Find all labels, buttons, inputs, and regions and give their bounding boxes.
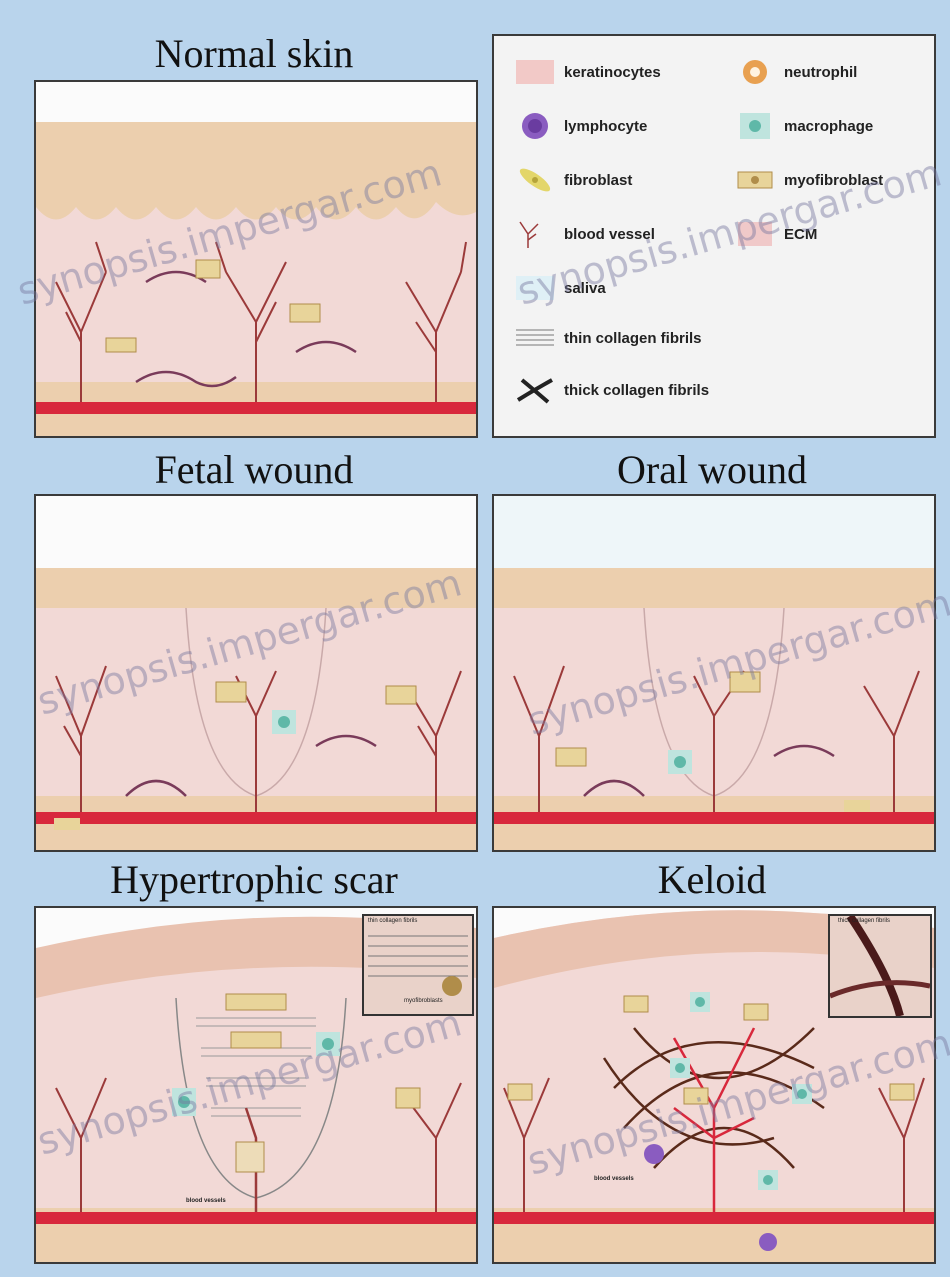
thick-fibrils-inset-illustration: [830, 916, 930, 1016]
legend-label-thin-collagen: thin collagen fibrils: [564, 330, 702, 347]
legend-box: keratinocytes neutrophil lymphocyte macr…: [492, 34, 936, 438]
legend-label-macrophage: macrophage: [784, 118, 873, 135]
fetal-wound-illustration: [36, 496, 476, 850]
legend-label-blood-vessel: blood vessel: [564, 226, 655, 243]
panel-title-hypertrophic: Hypertrophic scar: [34, 860, 474, 900]
thick-collagen-icon: [514, 374, 556, 406]
legend-item-thick-collagen: thick collagen fibrils: [514, 374, 709, 406]
saliva-icon: [514, 272, 556, 304]
ecm-icon: [734, 218, 776, 250]
legend-label-myofibroblast: myofibroblast: [784, 172, 883, 189]
legend-label-neutrophil: neutrophil: [784, 64, 857, 81]
hypertrophic-inset-caption: thin collagen fibrils: [368, 918, 417, 924]
lymphocyte-icon: [514, 110, 556, 142]
legend-item-neutrophil: neutrophil: [734, 56, 857, 88]
hypertrophic-inset-sub: myofibroblasts: [404, 998, 443, 1004]
hypertrophic-scar-panel: thin collagen fibrils myofibroblasts blo…: [34, 906, 478, 1264]
legend-item-fibroblast: fibroblast: [514, 164, 632, 196]
legend-item-blood-vessel: blood vessel: [514, 218, 655, 250]
panel-title-keloid: Keloid: [492, 860, 932, 900]
blood-vessel-icon: [514, 218, 556, 250]
legend-label-saliva: saliva: [564, 280, 606, 297]
legend-item-thin-collagen: thin collagen fibrils: [514, 322, 702, 354]
legend-label-lymphocyte: lymphocyte: [564, 118, 647, 135]
legend-label-ecm: ECM: [784, 226, 817, 243]
legend-label-thick-collagen: thick collagen fibrils: [564, 382, 709, 399]
keloid-inset-caption: thick collagen fibrils: [838, 918, 890, 924]
fibroblast-icon: [514, 164, 556, 196]
neutrophil-icon: [734, 56, 776, 88]
legend-label-keratinocytes: keratinocytes: [564, 64, 661, 81]
keloid-bottom-label: blood vessels: [594, 1176, 634, 1182]
panel-title-oral: Oral wound: [492, 450, 932, 490]
legend-item-myofibroblast: myofibroblast: [734, 164, 883, 196]
oral-wound-panel: [492, 494, 936, 852]
legend-item-lymphocyte: lymphocyte: [514, 110, 647, 142]
legend-item-ecm: ECM: [734, 218, 817, 250]
keratinocyte-icon: [514, 56, 556, 88]
legend-label-fibroblast: fibroblast: [564, 172, 632, 189]
hypertrophic-bottom-label: blood vessels: [186, 1198, 226, 1204]
thin-collagen-icon: [514, 322, 556, 354]
legend-item-keratinocytes: keratinocytes: [514, 56, 661, 88]
hypertrophic-inset: thin collagen fibrils myofibroblasts: [362, 914, 474, 1016]
panel-title-normal: Normal skin: [34, 34, 474, 74]
keloid-panel: thick collagen fibrils blood vessels: [492, 906, 936, 1264]
keloid-inset: thick collagen fibrils: [828, 914, 932, 1018]
macrophage-icon: [734, 110, 776, 142]
legend-item-macrophage: macrophage: [734, 110, 873, 142]
oral-wound-illustration: [494, 496, 934, 850]
fetal-wound-panel: [34, 494, 478, 852]
normal-skin-panel: [34, 80, 478, 438]
normal-skin-illustration: [36, 82, 476, 436]
myofibroblast-icon: [734, 164, 776, 196]
panel-title-fetal: Fetal wound: [34, 450, 474, 490]
legend-item-saliva: saliva: [514, 272, 606, 304]
